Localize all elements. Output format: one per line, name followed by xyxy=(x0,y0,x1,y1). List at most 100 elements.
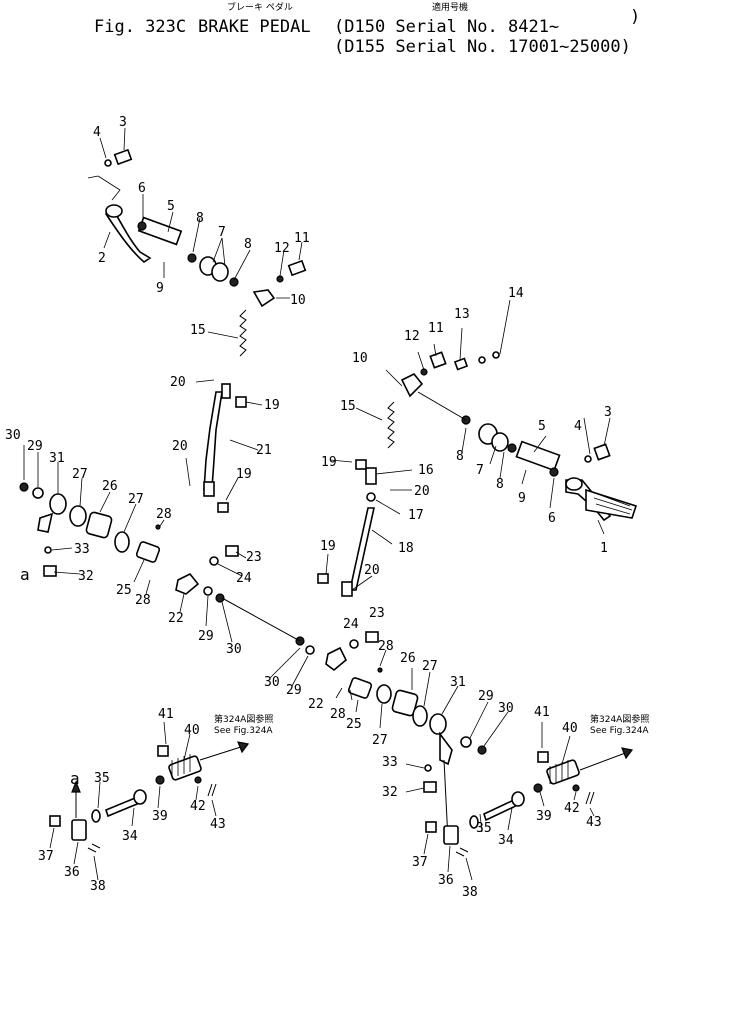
seal-27a-right xyxy=(376,684,392,704)
bolt-13-right xyxy=(453,357,469,371)
callout-29: 29 xyxy=(27,439,43,454)
callout-23: 23 xyxy=(246,550,262,565)
shaft-5-left xyxy=(137,216,183,246)
bolt-11-left xyxy=(287,259,307,277)
callout-27: 27 xyxy=(72,467,88,482)
callout-16: 16 xyxy=(418,463,434,478)
bushing-26-right xyxy=(391,689,419,717)
callout-20: 20 xyxy=(172,439,188,454)
washer-24-left xyxy=(209,556,219,566)
callout-40: 40 xyxy=(562,721,578,736)
callout-31: 31 xyxy=(49,451,65,466)
callout-19: 19 xyxy=(320,539,336,554)
ref-right-jp: 第324A図参照 xyxy=(590,713,649,725)
callout-24: 24 xyxy=(236,571,252,586)
pedal-arm-left xyxy=(104,206,152,264)
leaders-upper-right xyxy=(325,299,611,591)
callout-25: 25 xyxy=(116,583,132,598)
callout-19: 19 xyxy=(264,398,280,413)
callout-35: 35 xyxy=(476,821,492,836)
callout-20: 20 xyxy=(414,484,430,499)
callout-24: 24 xyxy=(343,617,359,632)
callout-26: 26 xyxy=(102,479,118,494)
bracket-31-right xyxy=(429,713,447,735)
lever-22-right xyxy=(325,646,347,672)
page-title: BRAKE PEDAL xyxy=(198,17,311,37)
pin-42-left xyxy=(194,776,202,784)
lower-right-assembly xyxy=(423,722,634,881)
rod-34-right-end xyxy=(511,791,525,807)
bolt-32-right xyxy=(423,781,437,793)
bracket-31-foot-right xyxy=(439,731,453,766)
rod-34-left-end xyxy=(133,789,147,805)
callout-30: 30 xyxy=(226,642,242,657)
leaders-middle-left xyxy=(23,445,309,687)
callout-28: 28 xyxy=(330,707,346,722)
washer-30-mid xyxy=(215,593,225,603)
header-applicable-jp: 適用号機 xyxy=(432,1,468,13)
pin-19-lower-right xyxy=(317,573,329,584)
callout-8: 8 xyxy=(244,237,252,252)
callout-1: 1 xyxy=(600,541,608,556)
lever-22-left xyxy=(175,572,200,595)
nut-17-right xyxy=(366,492,376,502)
nut-35-right xyxy=(469,815,479,829)
rod-18 xyxy=(349,507,375,591)
bolt-3-right xyxy=(593,443,611,461)
clevis-40-right xyxy=(546,759,580,785)
callout-39: 39 xyxy=(152,809,168,824)
callout-10: 10 xyxy=(290,293,306,308)
cotter-43-left xyxy=(207,783,217,797)
cotter-38-right xyxy=(455,847,469,857)
collar-29-left xyxy=(32,487,44,499)
callout-18: 18 xyxy=(398,541,414,556)
callout-42: 42 xyxy=(564,801,580,816)
callout-27: 27 xyxy=(128,492,144,507)
pin-37-left xyxy=(49,815,61,827)
leaders-upper-left xyxy=(99,127,303,501)
callout-28: 28 xyxy=(156,507,172,522)
callout-3: 3 xyxy=(604,405,612,420)
callout-22: 22 xyxy=(308,697,324,712)
callout-29: 29 xyxy=(478,689,494,704)
callout-10: 10 xyxy=(352,351,368,366)
callout-22: 22 xyxy=(168,611,184,626)
clevis-18-bottom xyxy=(341,581,353,597)
bushing-25-right xyxy=(347,677,373,699)
callout-5: 5 xyxy=(167,199,175,214)
callout-34: 34 xyxy=(498,833,514,848)
callout-30: 30 xyxy=(5,428,21,443)
middle-left-assembly xyxy=(19,445,315,687)
callout-32: 32 xyxy=(382,785,398,800)
arrow-head-left xyxy=(237,741,250,754)
cotter-38-left xyxy=(87,843,101,853)
clevis-21-top xyxy=(221,383,231,399)
serial-line-2: (D155 Serial No. 17001~25000) xyxy=(334,37,631,57)
nut-39-right xyxy=(533,783,543,793)
washer-12-left xyxy=(276,275,284,283)
clevis-40-left xyxy=(168,755,202,781)
callout-7: 7 xyxy=(476,463,484,478)
bushing-7b-right xyxy=(491,432,509,452)
bracket-31-left xyxy=(49,493,67,515)
serial-paren-close: ) xyxy=(630,7,640,27)
washer-30-left xyxy=(19,482,29,492)
callout-8: 8 xyxy=(496,477,504,492)
washer-8a-left xyxy=(187,253,197,263)
callout-27: 27 xyxy=(422,659,438,674)
pin-28-left xyxy=(155,524,161,530)
callout-30: 30 xyxy=(498,701,514,716)
callout-8: 8 xyxy=(196,211,204,226)
ref-left-en: See Fig.324A xyxy=(214,726,273,736)
washer-30-right xyxy=(477,745,487,755)
lower-left-assembly xyxy=(49,721,250,881)
callout-3: 3 xyxy=(119,115,127,130)
pin-19-upper-left xyxy=(235,396,247,408)
collar-29-right xyxy=(460,736,472,748)
callout-27: 27 xyxy=(372,733,388,748)
ref-right-en: See Fig.324A xyxy=(590,726,649,736)
middle-right-assembly xyxy=(325,631,509,841)
bolt-23-left xyxy=(225,545,239,557)
clevis-40-left-thread xyxy=(171,754,191,778)
